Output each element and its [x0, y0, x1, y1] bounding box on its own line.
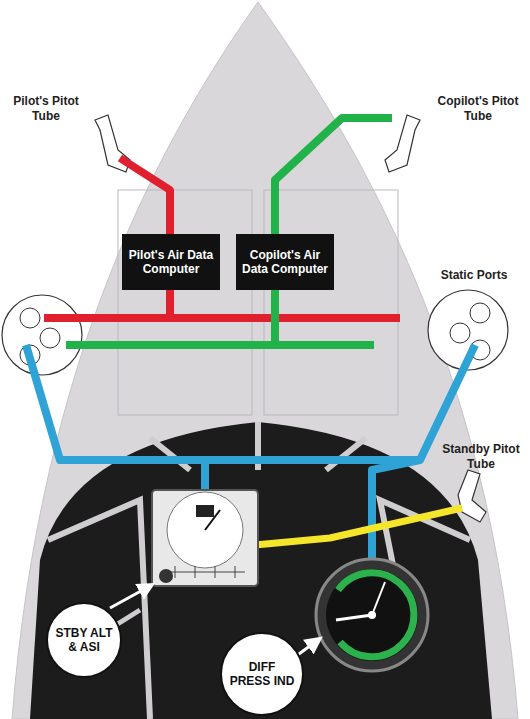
part-label: Standby Pitot Tube [436, 442, 526, 472]
part-label: Copilot's Pitot Tube [432, 94, 524, 124]
callout-circle: STBY ALT & ASI [46, 602, 122, 678]
part-label: Static Ports [424, 268, 524, 283]
node-text: DIFF PRESS IND [228, 660, 296, 688]
node-text: Pilot's Air Data Computer [128, 248, 214, 276]
node-text: STBY ALT & ASI [54, 626, 114, 654]
part-label: Pilot's Pitot Tube [6, 94, 86, 124]
node-text: Copilot's Air Data Computer [242, 248, 328, 276]
air-data-computer: Copilot's Air Data Computer [236, 234, 334, 290]
air-data-computer: Pilot's Air Data Computer [122, 234, 220, 290]
callout-circle: DIFF PRESS IND [220, 632, 304, 716]
